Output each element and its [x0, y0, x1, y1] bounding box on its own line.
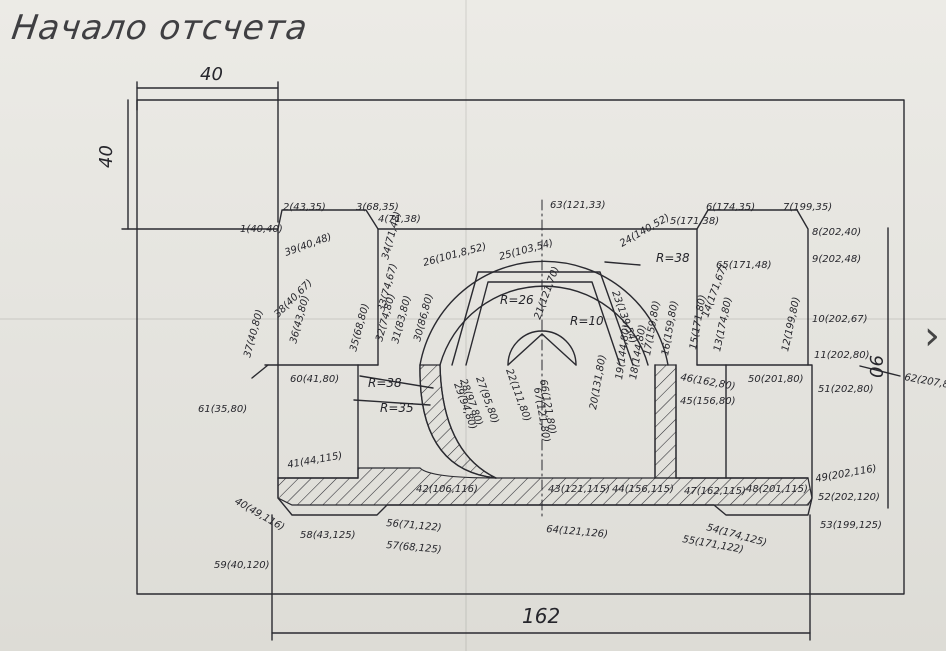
arc-hatch	[419, 364, 497, 479]
point-label: 7(199,35)	[783, 202, 832, 213]
outer-frame	[136, 99, 905, 595]
small-semicircle	[507, 330, 577, 366]
radius-label: R=38	[368, 376, 402, 390]
point-label: 25(103,54)	[498, 238, 554, 263]
radius-label: R=10	[570, 314, 604, 328]
point-label: 24(140,52)	[618, 212, 672, 249]
part-outline	[264, 209, 813, 516]
point-label: 58(43,125)	[300, 530, 356, 541]
paper-fold-horizontal	[0, 318, 946, 320]
point-label: 64(121,126)	[546, 524, 609, 540]
paper-fold-vertical	[465, 0, 467, 651]
point-label: 63(121,33)	[550, 200, 606, 211]
point-label: 5(171,38)	[670, 216, 719, 227]
dim-left-text: 40	[96, 145, 117, 168]
point-label: 21(121,70)	[532, 265, 561, 321]
point-label: 33(74,67)	[376, 262, 399, 312]
trapezoid-opening	[451, 271, 634, 366]
point-label: 4(71,38)	[378, 214, 421, 225]
point-label: 3(68,35)	[356, 202, 399, 213]
point-label: 48(201,115)	[746, 484, 808, 495]
point-label: 10(202,67)	[812, 314, 868, 325]
inner-trapezoid	[465, 281, 621, 366]
point-label: 6(174,35)	[706, 202, 755, 213]
point-label: 39(40,48)	[283, 232, 333, 259]
point-label: 50(201,80)	[748, 374, 804, 385]
point-label: 53(199,125)	[820, 520, 882, 531]
outer-arch	[419, 260, 669, 366]
point-label: 49(202,116)	[815, 463, 878, 485]
radius-label: R=38	[656, 251, 690, 265]
dim-right-text: 90	[865, 355, 886, 378]
point-label: 40(49,116)	[233, 496, 287, 533]
dim-bottom-text: 162	[522, 604, 560, 628]
arch-38	[439, 285, 649, 366]
point-label: 57(68,125)	[386, 540, 442, 556]
point-label: 56(71,122)	[386, 518, 442, 534]
point-label: 20(131,80)	[588, 354, 608, 411]
point-label: 59(40,120)	[214, 560, 270, 571]
point-label: 16(159,80)	[660, 300, 680, 357]
point-label: 65(171,48)	[716, 260, 772, 271]
next-arrow-icon[interactable]: ›	[924, 313, 940, 359]
point-label: 1(40,40)	[240, 224, 283, 235]
point-label: 30(86,80)	[412, 292, 435, 342]
point-label: 62(207,80)	[903, 372, 946, 392]
point-label: 11(202,80)	[814, 350, 870, 361]
point-label: 22(111,80)	[503, 367, 532, 423]
point-label: 61(35,80)	[198, 404, 247, 415]
point-label: 47(162,115)	[684, 486, 746, 497]
point-label: 26(101,8,52)	[422, 241, 488, 268]
point-label: 15(171,80)	[688, 294, 708, 351]
point-label: 2(43,35)	[283, 202, 326, 213]
point-label: 60(41,80)	[290, 374, 339, 385]
point-label: 43(121,115)	[548, 484, 610, 495]
point-label: 9(202,48)	[812, 254, 861, 265]
radius-label: R=35	[380, 401, 414, 415]
point-label: 41(44,115)	[287, 450, 344, 470]
dim-top-text: 40	[200, 64, 223, 85]
point-label: 12(199,80)	[780, 296, 802, 353]
right-wall-hatch	[654, 364, 677, 479]
radius-label: R=26	[500, 293, 534, 307]
point-label: 45(156,80)	[680, 396, 736, 407]
point-label: 37(40,80)	[242, 308, 265, 358]
point-label: 35(68,80)	[348, 302, 371, 352]
point-label: 51(202,80)	[818, 384, 874, 395]
point-label: 42(106,116)	[416, 484, 478, 495]
point-label: 44(156,115)	[612, 484, 674, 495]
point-label: 8(202,40)	[812, 227, 861, 238]
point-label: 52(202,120)	[818, 492, 880, 503]
point-label: 46(162,80)	[679, 372, 736, 392]
